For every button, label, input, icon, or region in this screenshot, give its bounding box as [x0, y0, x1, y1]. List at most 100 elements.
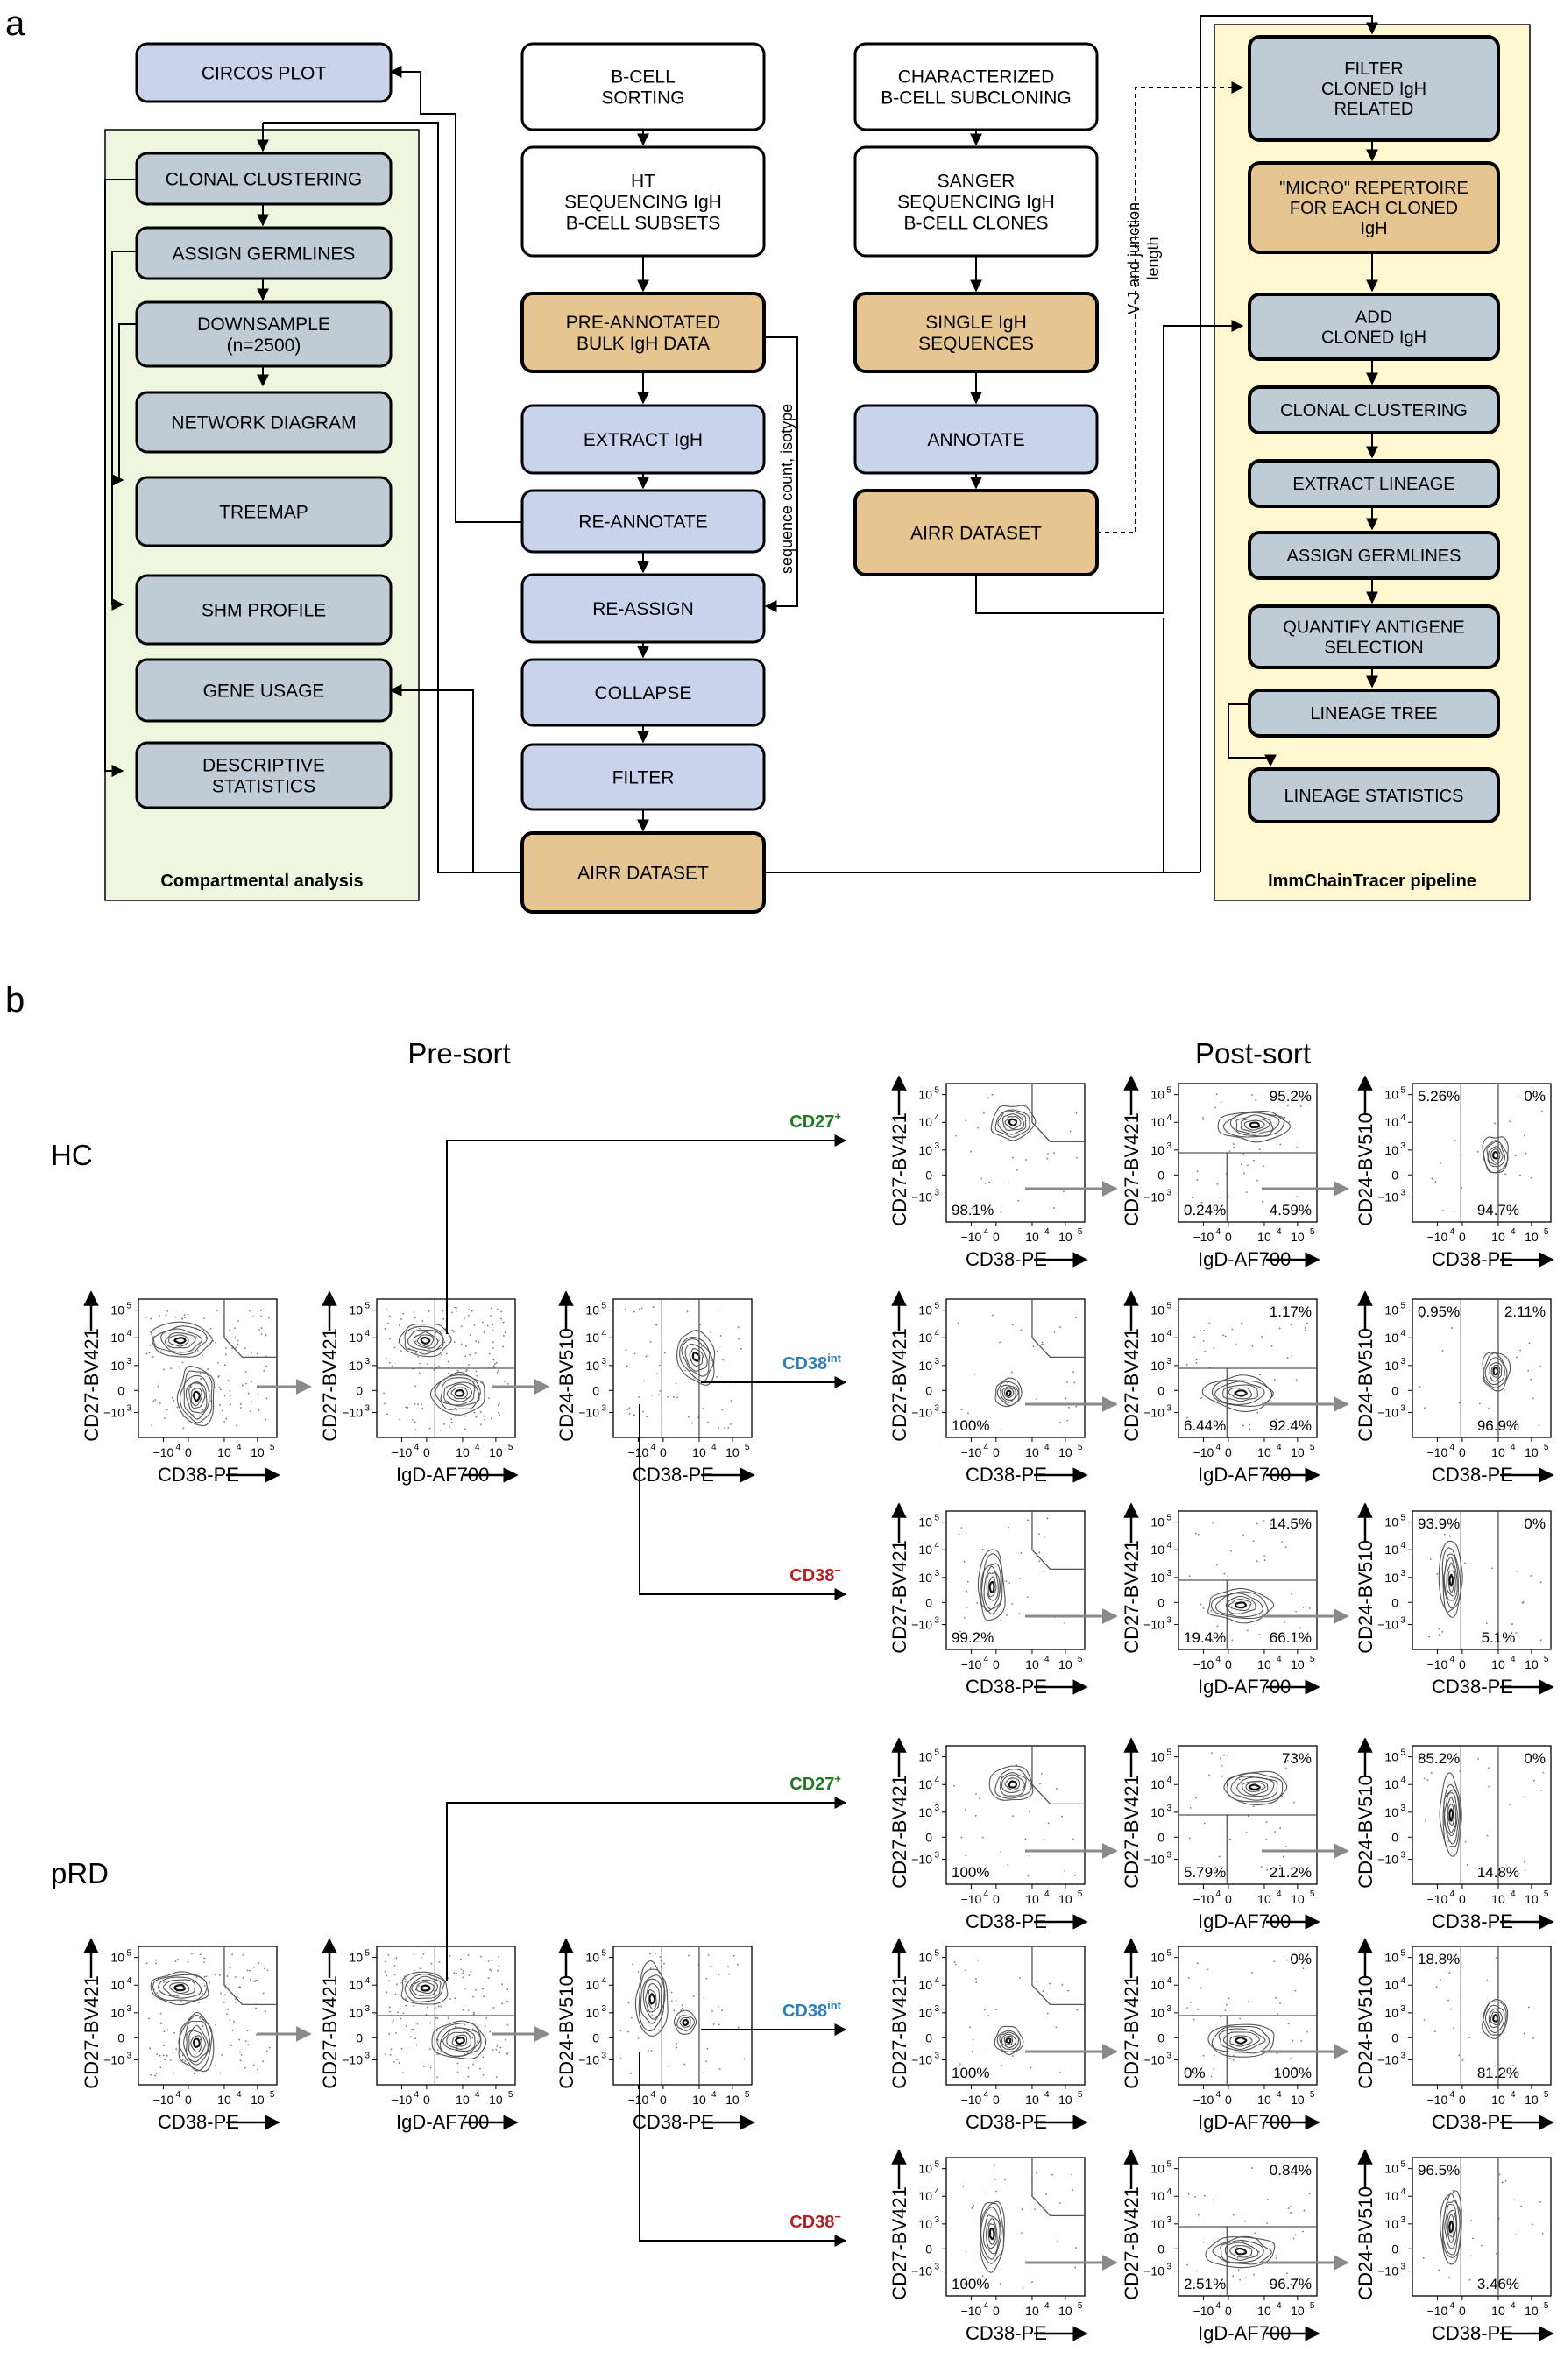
gate-percentage: 0.24% [1184, 1202, 1226, 1218]
compartmental-box-2-label: DOWNSAMPLE(n=2500) [197, 314, 330, 356]
y-tick-label: 0 [356, 1383, 363, 1397]
x-tick-exponent: 5 [1544, 1443, 1549, 1452]
bulk-box-8: AIRR DATASET [520, 831, 766, 914]
y-tick-exponent: 5 [1400, 1302, 1405, 1311]
immchain-box-3: CLONAL CLUSTERING [1248, 385, 1500, 434]
y-tick-label: 0 [1391, 1383, 1398, 1397]
y-tick-label: −10 [1143, 1853, 1164, 1867]
x-tick-label: 10 [725, 1445, 740, 1459]
y-axis-label: CD27-BV421 [888, 1975, 910, 2089]
x-tick-exponent: 4 [1449, 2090, 1454, 2100]
dotted-arrow-airr-to-filter-cloned [1097, 81, 1244, 533]
gate-percentage: 14.5% [1270, 1515, 1312, 1532]
x-tick-label: 10 [1291, 1445, 1305, 1459]
y-tick-label: 10 [918, 2217, 932, 2231]
x-tick-exponent: 5 [745, 1443, 750, 1452]
plot-frame [1412, 1745, 1552, 1885]
y-tick-exponent: 5 [1400, 1949, 1405, 1959]
x-tick-label: −10 [961, 2304, 982, 2318]
arrow-clone-airr-to-add-cloned [975, 320, 1244, 614]
x-tick-label: 10 [1291, 2093, 1305, 2107]
y-tick-exponent: 3 [934, 1569, 939, 1578]
y-tick-exponent: 4 [126, 1329, 131, 1338]
y-tick-exponent: 3 [601, 1357, 606, 1367]
plot-frame [138, 1946, 278, 2086]
plot-frame [1412, 1510, 1552, 1650]
y-axis-label: CD27-BV421 [1121, 1775, 1143, 1889]
y-tick-exponent: 3 [934, 1404, 939, 1414]
y-tick-label: 10 [1384, 2162, 1398, 2176]
y-axis-label: CD24-BV510 [556, 1975, 577, 2089]
x-tick-exponent: 4 [1044, 1655, 1050, 1664]
arrow-bulk-airr-to-filter-cloned [1200, 15, 1378, 872]
gate-label: CD38int [782, 1352, 842, 1374]
gate-percentage: 96.5% [1418, 2162, 1460, 2179]
gate-percentage: 100% [952, 2276, 989, 2292]
x-tick-label: −10 [961, 1445, 982, 1459]
x-tick-label: 10 [1058, 1230, 1072, 1244]
y-tick-exponent: 3 [1400, 1804, 1405, 1813]
x-tick-exponent: 5 [1544, 2090, 1549, 2100]
x-tick-exponent: 5 [1310, 2301, 1315, 2311]
compartmental-box-5: SHM PROFILE [135, 574, 393, 646]
y-tick-exponent: 3 [934, 1616, 939, 1626]
x-tick-label: −10 [628, 2093, 649, 2107]
x-tick-label: 10 [1025, 1892, 1039, 1906]
y-tick-exponent: 3 [934, 1141, 939, 1151]
y-tick-label: −10 [1143, 1406, 1164, 1420]
y-tick-label: −10 [1377, 1618, 1398, 1632]
immchain-box-4: EXTRACT LINEAGE [1248, 459, 1500, 508]
y-tick-label: 10 [1384, 2217, 1398, 2231]
x-tick-label: −10 [1193, 2093, 1214, 2107]
y-tick-exponent: 3 [934, 2004, 939, 2014]
y-tick-exponent: 3 [934, 1189, 939, 1198]
immchain-box-4-label: EXTRACT LINEAGE [1292, 475, 1454, 494]
y-tick-label: 10 [1150, 1571, 1164, 1585]
compartmental-box-3-label: NETWORK DIAGRAM [171, 413, 356, 434]
x-tick-label: 0 [660, 1445, 667, 1459]
y-tick-label: 0 [925, 2030, 932, 2045]
y-tick-label: 10 [1150, 1750, 1164, 1764]
plot-frame [1412, 1298, 1552, 1438]
y-tick-label: 10 [918, 1143, 932, 1157]
bulk-box-4: RE-ANNOTATE [520, 489, 766, 554]
x-tick-exponent: 4 [1277, 2090, 1282, 2100]
bulk-box-8-label: AIRR DATASET [577, 864, 709, 884]
y-tick-label: 10 [1384, 1143, 1398, 1157]
y-tick-exponent: 5 [1166, 1514, 1171, 1523]
y-tick-label: −10 [1377, 2053, 1398, 2067]
gate-percentage: 14.8% [1477, 1864, 1519, 1881]
y-tick-label: 10 [918, 1750, 932, 1764]
x-tick-exponent: 5 [1310, 1889, 1315, 1899]
x-tick-label: −10 [961, 1230, 982, 1244]
gate-label: CD38int [782, 1999, 842, 2021]
y-tick-exponent: 3 [1166, 2004, 1171, 2014]
y-tick-exponent: 3 [1166, 1189, 1171, 1198]
x-tick-label: 10 [1491, 1230, 1505, 1244]
y-tick-label: 10 [918, 1515, 932, 1529]
y-tick-exponent: 4 [934, 1329, 939, 1338]
y-tick-exponent: 5 [364, 1302, 370, 1311]
y-axis-label: CD27-BV421 [888, 2186, 910, 2300]
x-tick-label: −10 [1193, 1230, 1214, 1244]
x-tick-label: 10 [251, 2093, 265, 2107]
y-tick-label: 10 [1150, 1951, 1164, 1965]
x-tick-label: 10 [725, 2093, 740, 2107]
y-tick-label: 0 [1157, 2030, 1164, 2045]
x-tick-exponent: 4 [475, 2090, 480, 2100]
x-tick-exponent: 4 [1215, 2090, 1221, 2100]
x-tick-exponent: 4 [1449, 2301, 1454, 2311]
x-tick-label: −10 [961, 1657, 982, 1671]
y-tick-label: −10 [342, 2053, 363, 2067]
x-tick-label: 10 [1025, 2093, 1039, 2107]
x-tick-exponent: 4 [983, 1227, 988, 1237]
x-tick-label: −10 [1427, 1892, 1448, 1906]
x-tick-label: 10 [1525, 1892, 1539, 1906]
